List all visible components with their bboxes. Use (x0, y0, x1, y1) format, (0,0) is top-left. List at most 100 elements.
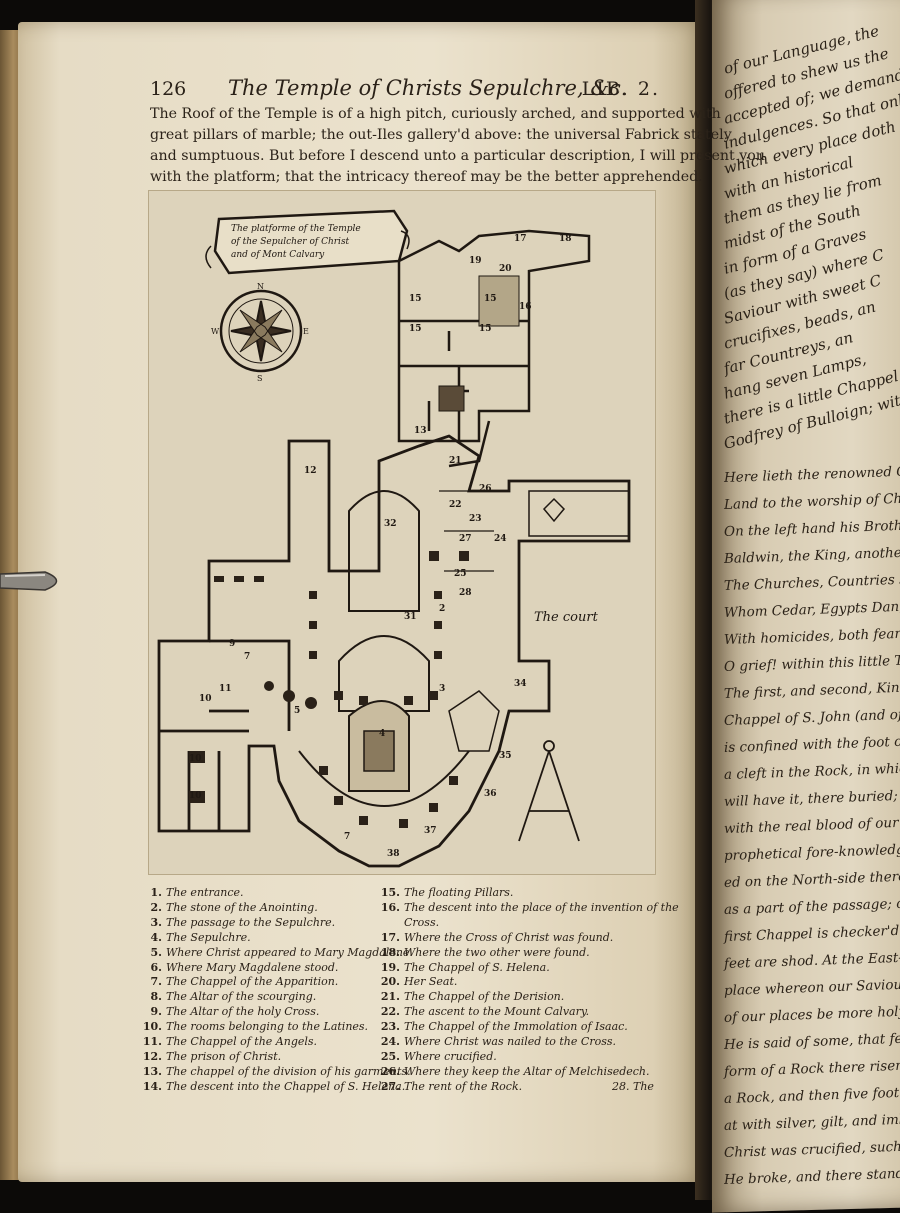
legend-number: 12. (142, 1049, 162, 1063)
legend-item: 5.Where Christ appeared to Mary Magdalen… (140, 946, 413, 961)
plan-number-label: 26 (479, 484, 492, 494)
page-stack-edge (0, 30, 22, 1180)
legend-number: 19. (380, 960, 400, 974)
legend-item: 17.Where the Cross of Christ was found. (378, 931, 679, 946)
facing-page-line: Christ was crucified, such as were there… (723, 1135, 900, 1161)
facing-page-line: a Rock, and then five foot long, and by … (723, 1081, 900, 1107)
legend-text: Where Mary Magdalene stood. (166, 960, 339, 974)
facing-page-line: feet are shod. At the East-end, under a … (723, 946, 900, 972)
legend-item: 10.The rooms belonging to the Latines. (140, 1020, 413, 1035)
legend-item: 26. Where they keep the Altar of Melchise… (378, 1065, 679, 1080)
legend-number: 24. (380, 1035, 400, 1049)
legend-text: The Chappel of S. Helena. (404, 960, 550, 974)
floor-plan-engraving: The platforme of the Temple of the Sepul… (148, 190, 656, 875)
page-number: 126 (150, 78, 187, 100)
plan-number-label: 2 (439, 604, 445, 614)
facing-page-line: O grief! within this little Tomb doth li… (723, 650, 900, 675)
plan-number-label: 36 (484, 789, 497, 799)
plan-number-label: 21 (449, 456, 462, 466)
facing-page-line: On the left hand his Brother Baldwine, w… (723, 513, 900, 540)
legend-text: The descent into the Chappel of S. Helen… (166, 1079, 406, 1093)
legend-text: The ascent to the Mount Calvary. (404, 1005, 590, 1019)
plan-number-label: 9 (229, 639, 235, 649)
running-title: The Temple of Christs Sepulchre, &c. (228, 76, 628, 100)
plan-number-label: 12 (304, 466, 317, 476)
facing-page-line: Land to the worship of Christ. Rest may … (723, 484, 900, 513)
legend-text: Where Christ appeared to Mary Magdalene. (166, 945, 413, 959)
legend-item: 25.Where crucified. (378, 1050, 679, 1065)
catchword: 28. The (612, 1080, 654, 1093)
legend-item: 20.Her Seat. (378, 975, 679, 990)
legend-text: The Sepulchre. (166, 930, 251, 944)
legend-number: 8. (150, 990, 162, 1004)
metal-bookmark-icon (0, 571, 58, 591)
compass-letter: N (257, 282, 264, 291)
legend-text: Where the two other were found. (404, 945, 590, 959)
upper-chapel-plan (397, 229, 591, 468)
plan-number-label: 13 (414, 426, 427, 436)
legend-text: The Chappel of the Angels. (166, 1035, 318, 1049)
compass-rose-icon: N S E W (211, 282, 309, 383)
book-label: LIB. 2. (581, 78, 660, 100)
facing-page-line: Chappel of S. John (and of the Anoynting… (723, 702, 900, 729)
facing-page-line: Baldwin, the King, another Machabee, (723, 542, 900, 567)
legend-text: Where the Cross of Christ was found. (404, 930, 614, 944)
cartouche-line: The platforme of the Temple (231, 224, 361, 234)
compass-letter: W (211, 327, 220, 336)
legend-number: 14. (142, 1079, 162, 1093)
legend-item: 15.The floating Pillars. (378, 886, 679, 901)
pillars (189, 551, 469, 828)
plan-number-label: 37 (424, 826, 437, 836)
legend-item: 18.Where the two other were found. (378, 946, 679, 961)
plan-number-label: 18 (559, 234, 572, 244)
legend-number: 20. (380, 975, 400, 989)
compass-letter: S (257, 374, 262, 383)
legend-item: 16.The descent into the place of the inv… (378, 901, 679, 916)
legend-text: The Altar of the holy Cross. (166, 1005, 320, 1019)
legend-number: 26. (380, 1064, 400, 1078)
legend-number: 27. (380, 1079, 400, 1093)
plan-number-label: 38 (387, 849, 400, 859)
facing-page-line: will have it, there buried; others say i… (723, 783, 900, 810)
legend-number: 15. (380, 886, 400, 899)
legend-item: 8. The Altar of the scourging. (140, 990, 413, 1005)
plan-number-label: 20 (499, 264, 512, 274)
legend-item: 4.The Sepulchre. (140, 931, 413, 946)
legend-number: 23. (380, 1020, 400, 1034)
legend-text: Where Christ was nailed to the Cross. (404, 1035, 616, 1049)
legend-number: 1. (150, 886, 162, 899)
facing-page-line: is confined with the foot of Calvary, wh (723, 731, 900, 756)
legend-text: The stone of the Anointing. (166, 900, 318, 914)
legend-text: Where they keep the Altar of Melchisedec… (404, 1064, 650, 1078)
plan-number-label: 27 (459, 534, 472, 544)
legend-text: The Altar of the scourging. (166, 990, 317, 1004)
legend-text: Where crucified. (404, 1049, 497, 1063)
facing-page-line: first Chappel is checker'd with divers c… (723, 918, 900, 945)
legend-item: 6.Where Mary Magdalene stood. (140, 961, 413, 976)
legend-number: 13. (142, 1064, 162, 1078)
legend-item: 14. The descent into the Chappel of S. He… (140, 1080, 413, 1095)
facing-page-line: The first, and second, King of Jerusalem… (723, 675, 900, 702)
legend-text: The chappel of the division of his garme… (166, 1064, 411, 1078)
legend-item: 27.The rent of the Rock. (378, 1080, 679, 1095)
plan-number-label: 15 (409, 294, 422, 304)
plan-number-label: 32 (384, 519, 397, 529)
plan-number-label: 10 (189, 791, 202, 801)
facing-page-line: at with silver, gilt, and imbossed. In t… (723, 1109, 900, 1134)
legend-item: 23.The Chappel of the Immolation of Isaa… (378, 1020, 679, 1035)
plan-number-label: 34 (514, 679, 527, 689)
legend-text: The passage to the Sepulchre. (166, 915, 336, 929)
legend-item: 1. The entrance. (140, 886, 413, 901)
legend-item: 22.The ascent to the Mount Calvary. (378, 1005, 679, 1020)
plan-number-label: 11 (219, 684, 232, 694)
main-church-plan (157, 434, 631, 868)
plan-number-label: 15 (479, 324, 492, 334)
cartouche-line: of the Sepulcher of Christ (231, 237, 350, 247)
court-label: The court (534, 610, 599, 625)
legend-item: 12.The prison of Christ. (140, 1050, 413, 1065)
plan-number-label: 15 (409, 324, 422, 334)
legend-text: The entrance. (166, 886, 244, 899)
plan-number-label: 4 (379, 729, 385, 739)
facing-page-line: form of a Rock there risen half a yard h… (723, 1053, 900, 1080)
